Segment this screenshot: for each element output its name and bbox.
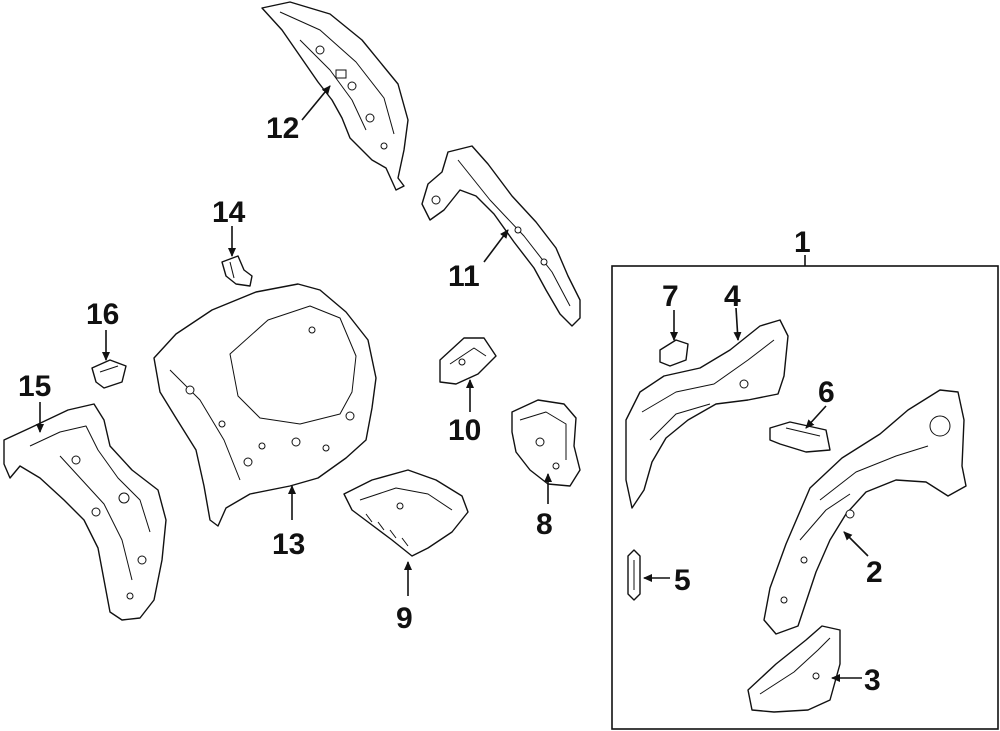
callout-label-6: 6 — [818, 376, 835, 409]
callout-label-2: 2 — [866, 556, 883, 589]
part-9-extension — [343, 469, 469, 557]
callout-line-6 — [805, 405, 827, 429]
callout-line-4 — [733, 307, 742, 341]
callout-label-13: 13 — [272, 528, 305, 561]
callout-label-1: 1 — [794, 226, 811, 259]
part-13-upper-panel — [153, 283, 377, 527]
callout-label-14: 14 — [212, 196, 246, 229]
callout-label-11: 11 — [448, 260, 480, 293]
part-8-reinforcement — [511, 399, 581, 487]
part-3-lower-extension — [747, 625, 841, 713]
part-15-inner-panel — [3, 403, 167, 621]
part-14-bracket — [221, 255, 253, 287]
callout-line-12 — [301, 85, 331, 121]
callout-label-5: 5 — [674, 564, 691, 597]
part-5-fastener — [627, 549, 641, 601]
part-6-bracket — [769, 421, 831, 453]
callout-label-10: 10 — [448, 414, 481, 447]
part-2-wheelhouse-outer — [763, 389, 967, 635]
callout-label-16: 16 — [86, 298, 119, 331]
part-11-rail — [421, 145, 581, 327]
callout-label-9: 9 — [396, 602, 413, 635]
part-4-wheelhouse-inner — [625, 319, 789, 509]
callout-line-2 — [843, 531, 869, 557]
callout-label-7: 7 — [662, 280, 679, 313]
callout-label-8: 8 — [536, 508, 553, 541]
part-16-bracket — [91, 359, 127, 389]
callout-label-12: 12 — [266, 112, 299, 145]
part-10-bracket — [439, 337, 497, 385]
part-12-reinforcement — [261, 1, 409, 191]
part-7-clip — [659, 339, 689, 367]
callout-label-3: 3 — [864, 664, 881, 697]
callout-label-4: 4 — [724, 280, 741, 313]
callout-line-11 — [483, 229, 509, 263]
callout-label-15: 15 — [18, 370, 51, 403]
